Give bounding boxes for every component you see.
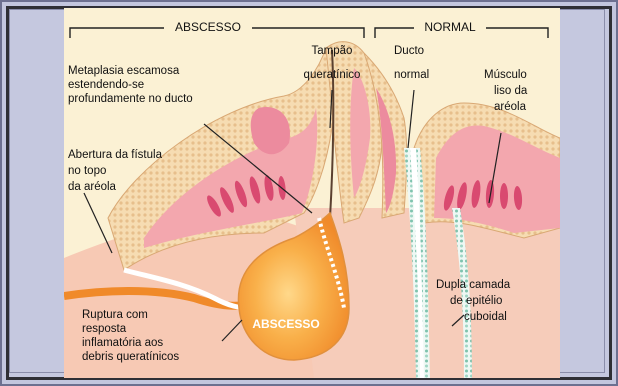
label-ruptura-4: debris queratínicos xyxy=(82,351,179,363)
label-ruptura-1: Ruptura com xyxy=(82,309,148,321)
header-abscess: ABSCESSO xyxy=(175,20,241,34)
diagram-panel: ABSCESSO NORMAL Metaplasia escamosa este… xyxy=(64,8,560,378)
label-musculo-2: liso da xyxy=(494,85,528,97)
label-abertura-3: da aréola xyxy=(68,181,117,193)
header-normal: NORMAL xyxy=(424,20,476,34)
label-tampao-2: queratínico xyxy=(304,69,361,81)
label-abertura-1: Abertura da fístula xyxy=(68,149,163,161)
label-ruptura-2: resposta xyxy=(82,323,127,335)
label-dupla-3: cuboidal xyxy=(464,311,507,323)
label-tampao-1: Tampão xyxy=(312,45,353,57)
label-dupla-1: Dupla camada xyxy=(436,279,511,291)
abscess-center-label: ABSCESSO xyxy=(252,317,319,331)
label-ruptura-3: inflamatória aos xyxy=(82,337,163,349)
label-metaplasia-1: Metaplasia escamosa xyxy=(68,65,180,77)
label-musculo-1: Músculo xyxy=(484,69,527,81)
label-dupla-2: de epitélio xyxy=(450,295,502,307)
label-metaplasia-2: estendendo-se xyxy=(68,79,144,91)
label-metaplasia-3: profundamente no ducto xyxy=(68,93,193,105)
label-abertura-2: no topo xyxy=(68,165,106,177)
label-musculo-3: aréola xyxy=(494,101,527,113)
label-ducto-1: Ducto xyxy=(394,45,424,57)
breast-abscess-diagram: ABSCESSO NORMAL Metaplasia escamosa este… xyxy=(64,8,560,378)
label-ducto-2: normal xyxy=(394,69,429,81)
